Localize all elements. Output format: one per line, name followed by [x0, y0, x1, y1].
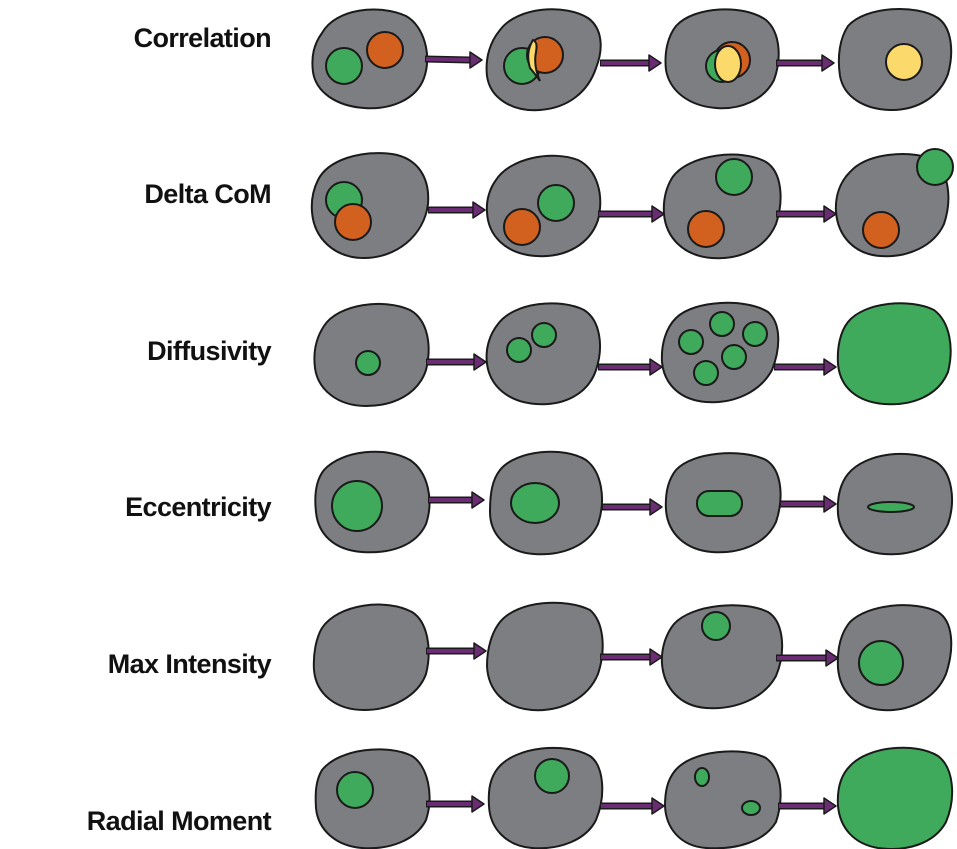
green-spot — [325, 47, 363, 85]
arrow-head — [823, 358, 837, 376]
green-spot — [721, 344, 747, 370]
cell-body — [487, 746, 604, 849]
arrow-head — [648, 54, 662, 72]
row-diffusivity — [313, 301, 952, 408]
arrow-shaft — [425, 57, 472, 62]
orange-spot — [503, 208, 541, 246]
green-spot — [867, 501, 915, 513]
cell-body — [485, 302, 601, 406]
row-radial-moment — [314, 746, 954, 849]
arrow-head — [649, 648, 663, 666]
arrow-head — [473, 353, 487, 371]
arrow-head — [649, 358, 663, 376]
arrow — [600, 648, 663, 666]
green-spot — [741, 800, 761, 816]
green-spot-filled-cell — [836, 302, 952, 406]
green-spot — [355, 350, 381, 376]
arrow-head — [471, 795, 485, 813]
green-spot — [678, 329, 704, 355]
row-eccentricity — [314, 450, 953, 556]
row-label-delta-com: Delta CoM — [144, 179, 271, 209]
orange-spot — [334, 203, 372, 241]
arrow — [424, 51, 483, 69]
arrow-head — [825, 649, 839, 667]
green-spot — [534, 758, 570, 794]
arrow — [602, 498, 663, 516]
arrow-head — [651, 797, 665, 815]
arrow — [598, 205, 665, 223]
arrow — [600, 797, 665, 815]
arrow-head — [651, 205, 665, 223]
arrow-head — [473, 642, 487, 660]
green-spot — [696, 490, 743, 517]
arrow-head — [823, 495, 837, 513]
green-spot — [336, 771, 374, 809]
arrow — [780, 495, 837, 513]
arrow-head — [823, 797, 837, 815]
arrow — [774, 358, 837, 376]
green-spot — [506, 337, 532, 363]
cell-body — [663, 750, 782, 849]
arrow-head — [821, 54, 835, 72]
cell-body — [660, 604, 784, 710]
arrow — [426, 642, 487, 660]
green-spot — [701, 611, 731, 641]
orange-spot — [366, 31, 404, 69]
arrow-head — [649, 498, 663, 516]
row-label-max-intensity: Max Intensity — [108, 649, 272, 679]
arrow — [426, 353, 487, 371]
green-spot — [715, 158, 753, 196]
row-label-diffusivity: Diffusivity — [147, 336, 272, 366]
green-spot — [510, 482, 560, 524]
row-correlation — [311, 8, 953, 112]
overlap-region — [527, 38, 541, 82]
arrow — [778, 797, 837, 815]
row-label-eccentricity: Eccentricity — [125, 492, 271, 522]
row-delta-com — [310, 148, 954, 260]
arrow — [776, 649, 839, 667]
cell-body — [485, 601, 604, 712]
arrow — [428, 201, 486, 219]
green-spot — [916, 148, 954, 186]
arrow-head — [471, 491, 485, 509]
yellow-spot — [885, 43, 923, 81]
green-spot — [709, 311, 735, 337]
green-spot — [531, 322, 557, 348]
green-spot — [858, 640, 904, 686]
arrow — [426, 795, 485, 813]
row-max-intensity — [312, 601, 953, 712]
cell-body — [314, 748, 431, 849]
orange-spot — [862, 211, 900, 249]
green-spot — [694, 767, 710, 787]
cell-body — [312, 603, 430, 712]
arrow — [600, 54, 662, 72]
arrow — [776, 54, 835, 72]
row-label-correlation: Correlation — [134, 23, 271, 53]
green-spot — [331, 480, 383, 532]
row-label-radial-moment: Radial Moment — [87, 806, 272, 836]
arrow-head — [472, 201, 486, 219]
green-spot — [537, 184, 575, 222]
green-spot-filled-cell — [836, 746, 954, 849]
arrow-head — [469, 51, 483, 69]
arrows-layer — [424, 51, 839, 815]
arrow — [776, 205, 837, 223]
green-spot — [693, 360, 719, 386]
overlap-region — [714, 45, 742, 83]
orange-spot — [687, 210, 725, 248]
arrow — [428, 491, 485, 509]
arrow — [598, 358, 663, 376]
green-spot — [742, 321, 768, 347]
arrow-head — [823, 205, 837, 223]
